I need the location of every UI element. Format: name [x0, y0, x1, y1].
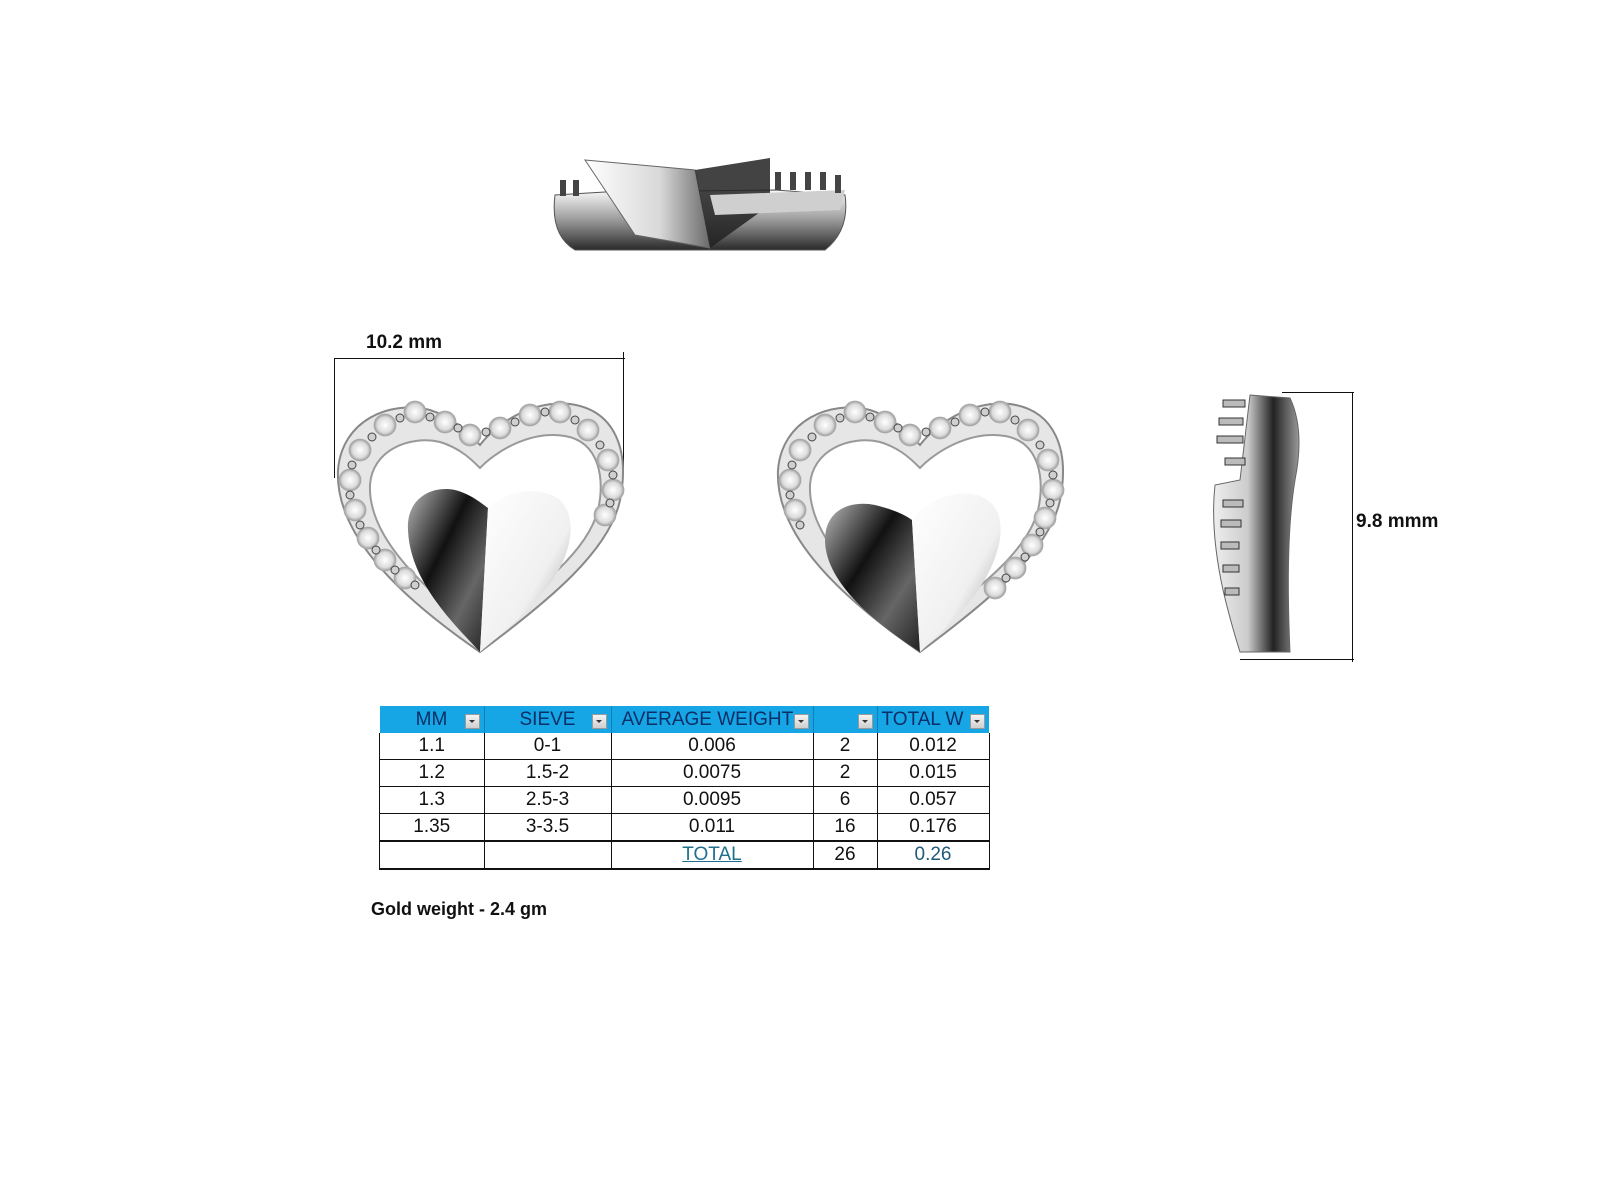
earring-front-view-dimensioned	[336, 400, 625, 654]
cell-quantity: 16	[812, 813, 878, 842]
height-dimension-line	[1352, 392, 1353, 662]
total-label-cell: TOTAL	[610, 840, 814, 870]
cell-mm: 1.2	[379, 759, 485, 787]
cell-quantity: 2	[812, 733, 878, 760]
cell-total-weight: 0.015	[876, 759, 990, 787]
cell-average-weight: 0.0075	[610, 759, 814, 787]
height-dimension-bottom-tick	[1240, 659, 1354, 660]
filter-dropdown-icon[interactable]	[857, 714, 873, 729]
cell-average-weight: 0.011	[610, 813, 814, 842]
filter-dropdown-icon[interactable]	[464, 714, 480, 729]
cell-total-weight: 0.012	[876, 733, 990, 760]
cell-average-weight: 0.006	[610, 733, 814, 760]
width-dimension-left-tick	[334, 358, 335, 478]
table-header-row: MM SIEVE AVERAGE WEIGHT TOTAL W	[379, 706, 989, 733]
cell-quantity: 2	[812, 759, 878, 787]
header-total-weight[interactable]: TOTAL W	[877, 706, 989, 733]
cell-empty	[483, 840, 612, 870]
earring-front-view	[776, 400, 1065, 654]
table-total-row: TOTAL 26 0.26	[379, 840, 990, 870]
cell-sieve: 0-1	[483, 733, 612, 760]
cell-mm: 1.35	[379, 813, 485, 842]
cell-mm: 1.1	[379, 733, 485, 760]
total-link[interactable]: TOTAL	[682, 844, 742, 865]
table-row: 1.2 1.5-2 0.0075 2 0.015	[379, 759, 990, 787]
cell-sieve: 3-3.5	[483, 813, 612, 842]
earring-top-view	[553, 158, 847, 251]
header-average-weight[interactable]: AVERAGE WEIGHT	[611, 706, 814, 733]
cell-sieve: 2.5-3	[483, 786, 612, 814]
width-dimension-line	[334, 358, 625, 359]
cell-average-weight: 0.0095	[610, 786, 814, 814]
gold-weight-label: Gold weight - 2.4 gm	[371, 899, 548, 919]
total-weight-cell: 0.26	[876, 840, 990, 870]
header-quantity[interactable]	[813, 706, 878, 733]
stone-weight-table: MM SIEVE AVERAGE WEIGHT TOTAL W 1.1 0-1 …	[379, 706, 990, 870]
table-row: 1.35 3-3.5 0.011 16 0.176	[379, 813, 990, 842]
cell-total-weight: 0.176	[876, 813, 990, 842]
filter-dropdown-icon[interactable]	[970, 714, 985, 729]
cell-empty	[379, 840, 485, 870]
earring-side-view	[1213, 394, 1300, 653]
width-dimension-label: 10.2 mm	[366, 332, 443, 353]
table-row: 1.3 2.5-3 0.0095 6 0.057	[379, 786, 990, 814]
cell-sieve: 1.5-2	[483, 759, 612, 787]
height-dimension-top-tick	[1282, 392, 1354, 393]
cell-quantity: 6	[812, 786, 878, 814]
total-count-cell: 26	[812, 840, 878, 870]
cell-total-weight: 0.057	[876, 786, 990, 814]
width-dimension-right-tick	[623, 352, 624, 472]
cell-mm: 1.3	[379, 786, 485, 814]
header-mm[interactable]: MM	[379, 706, 485, 733]
filter-dropdown-icon[interactable]	[591, 714, 607, 729]
filter-dropdown-icon[interactable]	[793, 714, 809, 729]
height-dimension-label: 9.8 mmm	[1356, 511, 1439, 532]
table-row: 1.1 0-1 0.006 2 0.012	[379, 733, 990, 760]
header-sieve[interactable]: SIEVE	[484, 706, 612, 733]
